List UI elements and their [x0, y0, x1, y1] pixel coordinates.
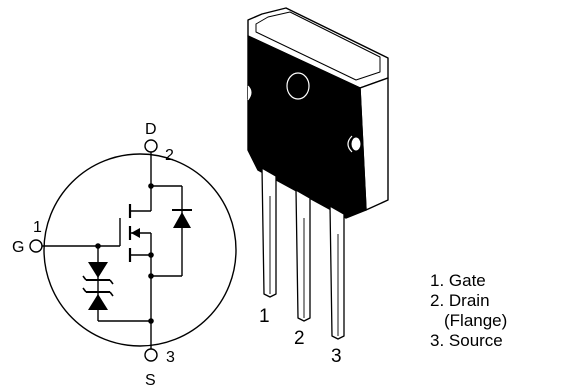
to3p-package	[247, 7, 389, 340]
gate-pin-number: 1	[33, 219, 42, 236]
gate-terminal	[29, 239, 43, 253]
drain-terminal	[144, 139, 158, 153]
pin-list-drain: 2. Drain	[430, 291, 490, 310]
gate-zener-diodes	[82, 262, 114, 310]
source-terminal	[144, 348, 158, 362]
body-diode	[172, 209, 192, 228]
gate-letter: G	[12, 239, 24, 256]
pin-list-drain-flange: (Flange)	[444, 311, 508, 330]
lead-number-1: 1	[259, 306, 270, 327]
mounting-hole	[286, 72, 310, 100]
source-pin-number: 3	[166, 349, 175, 366]
pin-list-source: 3. Source	[430, 331, 503, 350]
package-leads	[261, 167, 345, 340]
body-arrow	[131, 228, 140, 238]
device-body-circle	[43, 153, 237, 347]
molded-body	[247, 35, 367, 219]
source-letter: S	[145, 372, 156, 389]
pin-list-gate: 1. Gate	[430, 271, 486, 290]
drain-pin-number: 2	[165, 147, 174, 164]
drain-letter: D	[145, 121, 157, 138]
mosfet-schematic	[29, 139, 237, 362]
junction-dots	[95, 183, 154, 324]
pin-function-list: 1. Gate 2. Drain (Flange) 3. Source	[430, 271, 507, 351]
lead-number-3: 3	[331, 346, 342, 367]
lead-number-2: 2	[294, 328, 305, 349]
